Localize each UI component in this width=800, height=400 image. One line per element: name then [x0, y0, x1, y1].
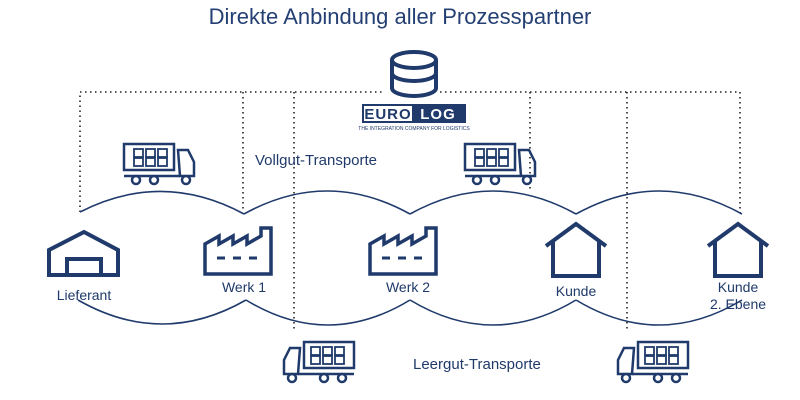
node-label-kunde-2-ebene: Kunde 2. Ebene: [694, 279, 782, 313]
node-label-line1: Kunde: [717, 279, 759, 295]
full-transport-arcs: [79, 190, 743, 215]
factory-icon: [203, 226, 273, 276]
node-label-kunde: Kunde: [555, 283, 597, 299]
truck-icon: [122, 142, 196, 186]
truck-icon: [616, 340, 690, 384]
truck-icon: [282, 340, 356, 384]
eurolog-logo: EURO LOG THE INTEGRATION COMPANY FOR LOG…: [358, 104, 470, 132]
factory-icon: [368, 226, 438, 276]
dotted-connections: [79, 91, 741, 330]
house-icon: [706, 221, 770, 278]
empty-transport-label: Leergut-Transporte: [413, 356, 541, 373]
node-label-werk-2: Werk 2: [385, 279, 431, 295]
node-label-lieferant: Lieferant: [56, 287, 112, 303]
diagram-title: Direkte Anbindung aller Prozesspartner: [208, 4, 592, 29]
node-label-werk-1: Werk 1: [221, 279, 267, 295]
svg-text:LOG: LOG: [420, 106, 456, 123]
empty-transport-arcs: [77, 299, 743, 326]
svg-text:EURO: EURO: [364, 106, 411, 123]
database-icon: [390, 50, 438, 98]
full-transport-label: Vollgut-Transporte: [255, 152, 378, 169]
house-icon: [544, 221, 608, 278]
warehouse-icon: [47, 229, 120, 277]
node-label-line2: 2. Ebene: [709, 296, 767, 312]
truck-icon: [463, 142, 537, 186]
svg-text:THE INTEGRATION COMPANY FOR LO: THE INTEGRATION COMPANY FOR LOGISTICS: [358, 126, 470, 132]
